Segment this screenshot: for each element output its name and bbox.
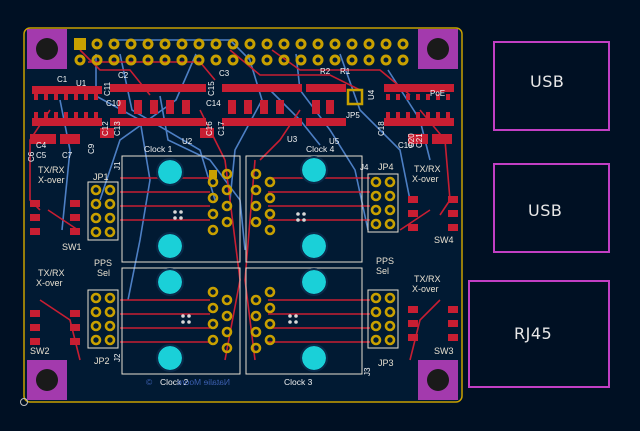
ic-footprints	[32, 84, 454, 126]
label-clock-1: Clock 1	[144, 144, 173, 154]
right-txrx-top: TX/RX	[414, 164, 441, 174]
ref-c10: C10	[106, 99, 121, 108]
ref-u5: U5	[329, 137, 340, 146]
rj45-connector-label: RJ45	[514, 324, 552, 343]
origin-marker	[20, 398, 28, 406]
ref-j2: J2	[113, 353, 122, 362]
left-sw1: SW1	[62, 242, 82, 252]
left-sw2: SW2	[30, 346, 50, 356]
author-mirrored: Natalie Moore	[177, 377, 230, 387]
ref-u4: U4	[367, 89, 376, 100]
ref-c15: C15	[207, 81, 216, 96]
usb-connector-2-label: USB	[528, 201, 562, 220]
left-sel: Sel	[97, 268, 110, 278]
ref-c7: C7	[62, 151, 73, 160]
author-mirrored-group: Natalie Moore	[177, 377, 230, 387]
left-xover-bot: X-over	[36, 278, 63, 288]
jumper-headers	[90, 176, 396, 346]
copyright-mirrored: ©	[146, 377, 153, 387]
ref-j3: J3	[363, 367, 372, 376]
right-jp3: JP3	[378, 358, 394, 368]
ref-c1: C1	[57, 75, 68, 84]
left-pps: PPS	[94, 258, 112, 268]
left-txrx-top: TX/RX	[38, 165, 65, 175]
right-xover-bot: X-over	[412, 284, 439, 294]
jumper-silk-boxes	[87, 173, 399, 349]
ref-c21: C21	[415, 133, 424, 148]
ref-c18: C18	[377, 121, 386, 136]
clock-mount-vias	[158, 158, 326, 370]
right-sel: Sel	[376, 266, 389, 276]
label-clock-2: Clock 2	[160, 377, 189, 387]
ref-c20: C20	[407, 133, 416, 148]
clock-module-pads	[207, 168, 276, 354]
right-sw3: SW3	[434, 346, 454, 356]
usb-connector-2	[493, 163, 610, 253]
jp5-pad	[346, 88, 364, 106]
ref-c3: C3	[219, 69, 230, 78]
ref-r1: R1	[340, 67, 351, 76]
via-clusters	[173, 210, 306, 324]
ref-jp5: JP5	[346, 111, 360, 120]
label-clock-4: Clock 4	[306, 144, 335, 154]
ref-c2: C2	[118, 71, 129, 80]
right-pps: PPS	[376, 256, 394, 266]
ic-pad-teeth	[30, 94, 452, 144]
usb-connector-1-label: USB	[530, 72, 564, 91]
clock1-pin1	[209, 170, 217, 178]
ref-c17: C17	[217, 121, 226, 136]
ref-r2: R2	[320, 67, 331, 76]
ref-c16: C16	[205, 121, 214, 136]
ref-c11: C11	[103, 81, 112, 96]
ref-poe: PoE	[430, 89, 445, 98]
usb-connector-1	[493, 41, 610, 131]
ref-j4: J4	[360, 163, 369, 172]
label-clock-3: Clock 3	[284, 377, 313, 387]
right-sw4: SW4	[434, 235, 454, 245]
clock-modules	[121, 155, 363, 375]
gpio-header	[74, 38, 409, 66]
ref-c9: C9	[87, 143, 96, 154]
ref-c6: C6	[27, 151, 36, 162]
ref-c4: C4	[36, 141, 47, 150]
ref-u3: U3	[287, 135, 298, 144]
ref-c12: C12	[101, 121, 110, 136]
switch-pads	[30, 196, 458, 345]
header-pin1	[74, 38, 86, 50]
ref-c14: C14	[206, 99, 221, 108]
mount-holes	[27, 29, 458, 400]
ref-c19: C19	[398, 141, 413, 150]
rj45-connector	[468, 280, 610, 388]
right-txrx-bot: TX/RX	[414, 274, 441, 284]
left-jp2: JP2	[94, 356, 110, 366]
right-xover-top: X-over	[412, 174, 439, 184]
ref-u1: U1	[76, 79, 87, 88]
left-txrx-bot: TX/RX	[38, 268, 65, 278]
ref-j1: J1	[113, 161, 122, 170]
right-jp4: JP4	[378, 162, 394, 172]
ref-u2: U2	[182, 137, 193, 146]
ref-c13: C13	[113, 121, 122, 136]
left-xover-top: X-over	[38, 175, 65, 185]
left-jp1: JP1	[93, 172, 109, 182]
ref-c5: C5	[36, 151, 47, 160]
